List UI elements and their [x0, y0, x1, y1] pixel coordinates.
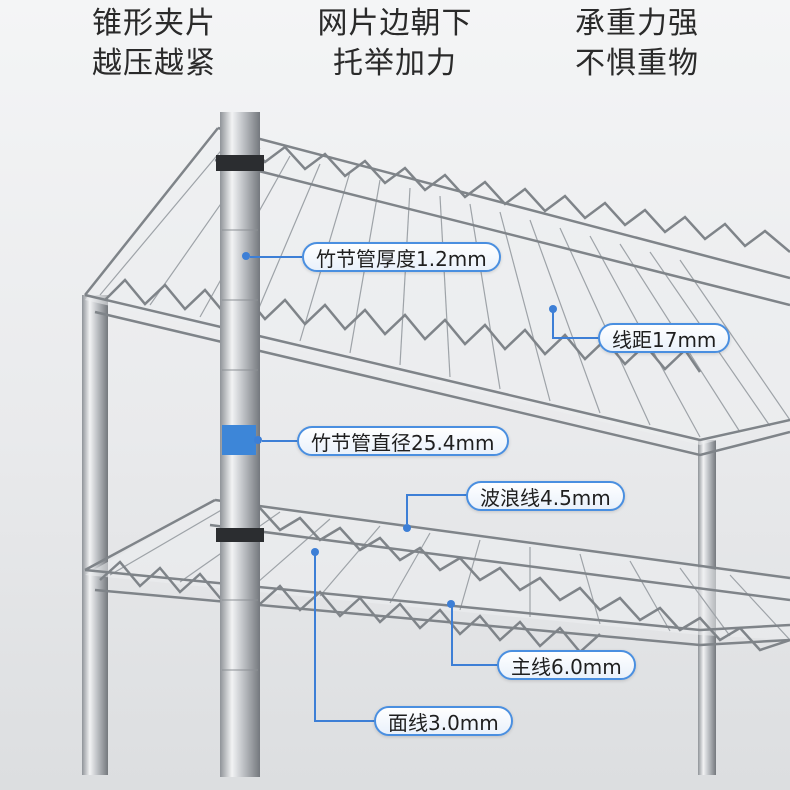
- wire-shelf-illustration: [82, 112, 790, 777]
- back-left-post: [82, 295, 108, 775]
- top-shelf: [84, 126, 790, 457]
- thickness-leader-line: [250, 256, 302, 258]
- wave-leader-vertical: [406, 494, 408, 524]
- bottom-shelf: [84, 498, 790, 654]
- feature-clip: 锥形夹片 越压越紧: [54, 4, 254, 84]
- main-leader-vertical: [451, 607, 453, 665]
- diameter-leader-line: [262, 440, 298, 442]
- surface-leader-horizontal: [314, 720, 376, 722]
- callout-wave-wire: 波浪线4.5mm: [466, 481, 625, 511]
- feature-mesh-edge-line2: 托举加力: [333, 46, 457, 81]
- front-bamboo-post: [216, 112, 264, 777]
- callout-bamboo-thickness: 竹节管厚度1.2mm: [302, 242, 501, 272]
- callout-main-wire: 主线6.0mm: [497, 650, 636, 680]
- feature-mesh-edge: 网片边朝下 托举加力: [295, 4, 495, 84]
- feature-header: 锥形夹片 越压越紧 网片边朝下 托举加力 承重力强 不惧重物: [0, 0, 790, 95]
- spacing-leader-horizontal: [552, 337, 600, 339]
- feature-clip-line2: 越压越紧: [92, 46, 216, 81]
- callout-surface-wire: 面线3.0mm: [374, 706, 513, 736]
- feature-clip-line1: 锥形夹片: [92, 6, 216, 41]
- spacing-leader-vertical: [552, 312, 554, 338]
- thickness-marker-dot: [242, 252, 250, 260]
- wave-marker-dot: [403, 524, 411, 532]
- surface-marker-dot: [311, 548, 319, 556]
- surface-leader-vertical: [314, 555, 316, 721]
- feature-load-line2: 不惧重物: [575, 46, 699, 81]
- main-marker-dot: [447, 600, 455, 608]
- diameter-marker: [222, 425, 256, 455]
- feature-mesh-edge-line1: 网片边朝下: [317, 6, 473, 41]
- wave-leader-horizontal: [406, 494, 468, 496]
- diameter-marker-dot: [254, 436, 262, 444]
- main-leader-horizontal: [451, 664, 499, 666]
- feature-load: 承重力强 不惧重物: [537, 4, 737, 84]
- feature-load-line1: 承重力强: [575, 6, 699, 41]
- spacing-marker-dot: [549, 305, 557, 313]
- callout-wire-spacing: 线距17mm: [598, 323, 731, 353]
- callout-bamboo-diameter: 竹节管直径25.4mm: [297, 426, 509, 456]
